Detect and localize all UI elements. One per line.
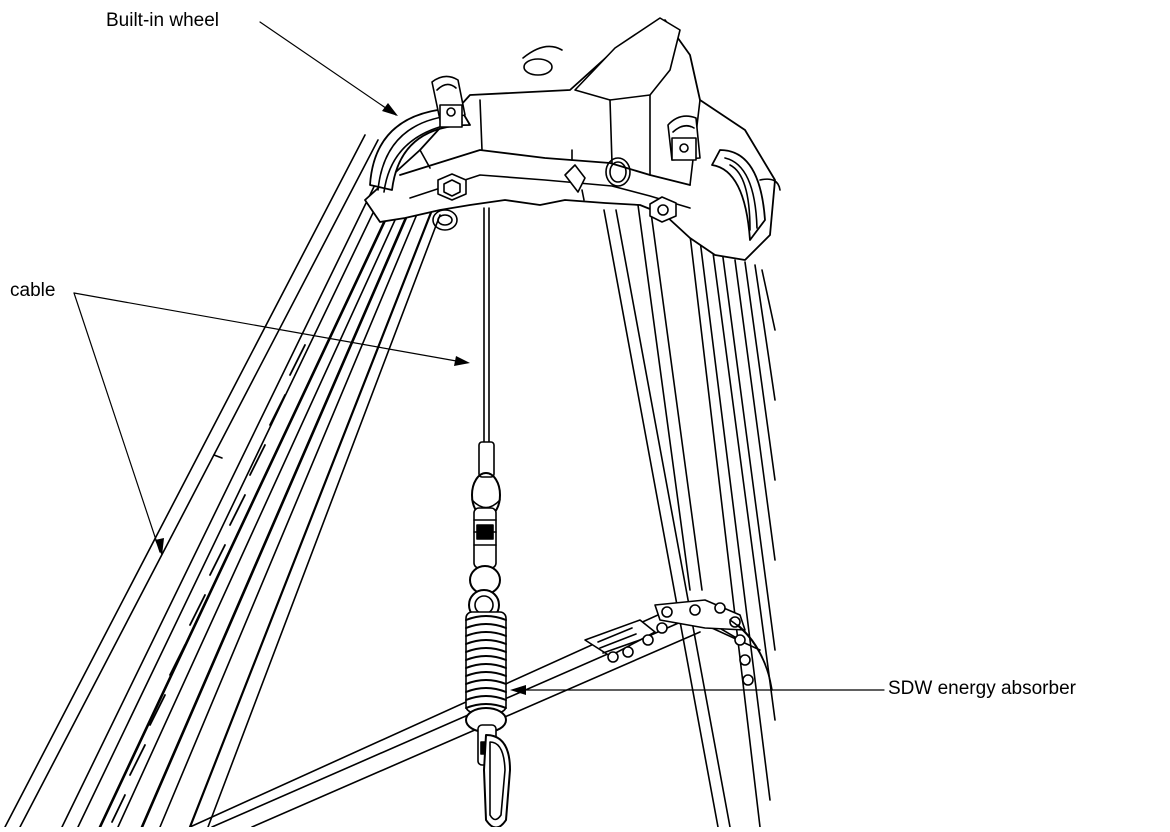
sdw-energy-absorber xyxy=(465,611,511,829)
label-built-in-wheel: Built-in wheel xyxy=(106,10,219,31)
tripod-head xyxy=(364,17,776,261)
cross-brace xyxy=(189,599,773,828)
hex-nut-right xyxy=(649,196,677,223)
leader-lines xyxy=(73,21,885,695)
left-built-in-wheel xyxy=(369,75,471,193)
left-leg xyxy=(4,134,441,829)
right-leg xyxy=(689,234,776,828)
label-cable: cable xyxy=(10,280,56,301)
center-leg xyxy=(603,204,731,828)
left-leg-hatching xyxy=(111,344,306,823)
hex-nut-left xyxy=(437,173,467,201)
cable-assembly xyxy=(468,207,501,621)
label-sdw-energy-absorber: SDW energy absorber xyxy=(888,678,1076,699)
right-built-in-wheel xyxy=(667,115,781,241)
